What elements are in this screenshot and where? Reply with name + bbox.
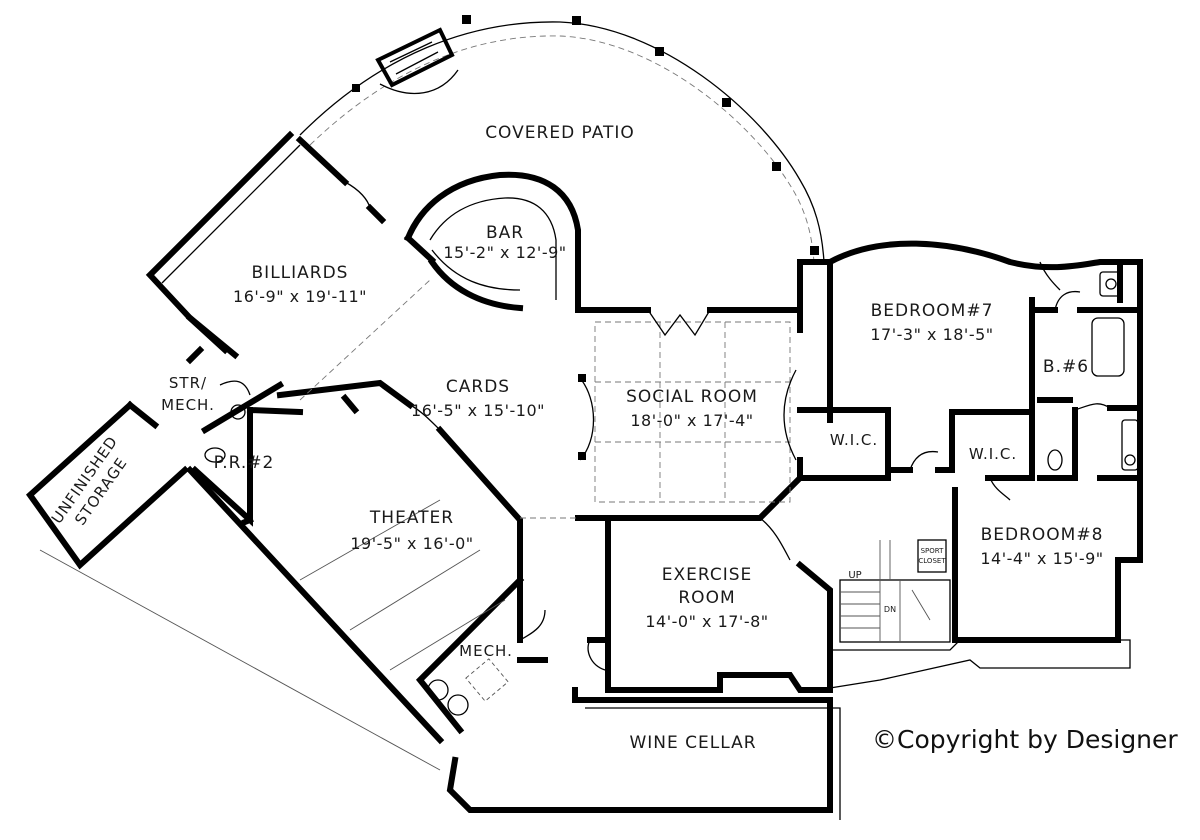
bedroom8-dims: 14'-4" x 15'-9" [980,549,1103,568]
bedroom7-label: BEDROOM#7 [871,301,994,321]
bar-dims: 15'-2" x 12'-9" [443,243,566,262]
str-mech-label-line2: MECH. [161,396,215,414]
copyright-text: ©Copyright by Designer [872,725,1178,754]
fireplace [375,27,459,95]
site-line [39,549,441,771]
walls [26,130,1143,820]
social-room-label: SOCIAL ROOM [626,387,758,407]
social-room-ceiling [578,321,797,503]
str-mech-label-line1: STR/ [169,374,207,392]
exercise-label-line1: EXERCISE [662,565,753,585]
stairs [839,540,951,643]
bar-label: BAR [486,223,524,243]
wic-right-label: W.I.C. [969,445,1017,463]
stair-dn-label: DN [884,605,896,614]
sport-closet-label-line2: CLOSET [918,557,946,565]
sport-closet-label-line1: SPORT [921,547,945,555]
wic-left-label: W.I.C. [830,431,878,449]
powder-room-label: P.R.#2 [214,453,275,473]
dashed-boundaries [299,279,578,519]
doors [219,181,1111,671]
patio-arc [299,15,825,263]
covered-patio-label: COVERED PATIO [485,123,635,143]
bedroom7-dims: 17'-3" x 18'-5" [870,325,993,344]
theater-label: THEATER [369,508,454,528]
cards-label: CARDS [446,377,510,397]
cards-dims: 16'-5" x 15'-10" [411,401,545,420]
bath6-label: B.#6 [1043,357,1089,377]
theater-dims: 19'-5" x 16'-0" [350,534,473,553]
stair-up-label: UP [848,570,861,581]
wine-cellar-label: WINE CELLAR [629,733,756,753]
billiards-dims: 16'-9" x 19'-11" [233,287,367,306]
bedroom8-label: BEDROOM#8 [981,525,1104,545]
fixtures [204,271,1139,716]
exercise-dims: 14'-0" x 17'-8" [645,612,768,631]
mech-label: MECH. [459,642,513,660]
billiards-label: BILLIARDS [252,263,349,283]
exercise-label-line2: ROOM [678,588,735,608]
theater-tiers [299,499,506,671]
social-room-dims: 18'-0" x 17'-4" [630,411,753,430]
